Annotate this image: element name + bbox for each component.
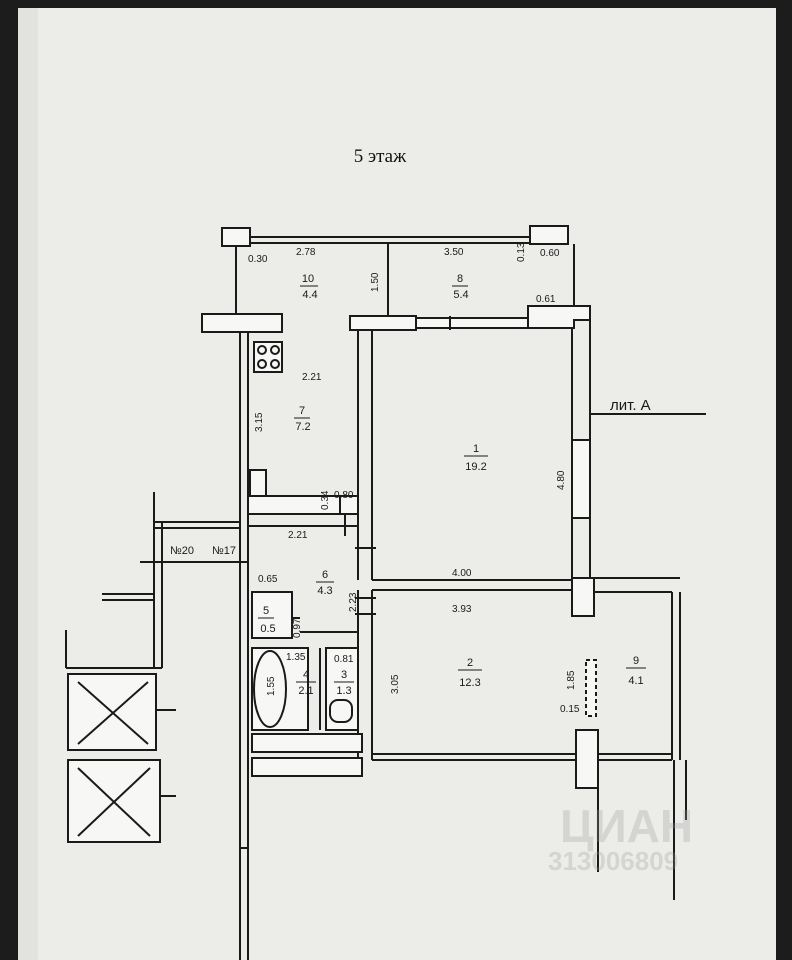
dim-label: 0.15	[560, 704, 580, 715]
dim-label: 2.21	[288, 530, 308, 541]
room-2-label: 2 12.3	[458, 657, 482, 689]
room-3-number: 3	[341, 669, 347, 681]
dim-label: 4.80	[556, 470, 567, 490]
room-labels: 10 4.4 8 5.4 7 7.2 1 19.2 6 4.3 5 0.5	[258, 273, 646, 697]
dim-label: 0.97	[292, 618, 303, 638]
dim-label: 1.55	[266, 676, 277, 696]
paper-shade	[18, 8, 38, 960]
dim-label: 0.60	[540, 248, 560, 259]
room-8-area: 5.4	[453, 289, 468, 301]
room-10-number: 10	[302, 273, 314, 285]
room-4-number: 4	[303, 669, 309, 681]
dim-label: 2.78	[296, 247, 316, 258]
room-6-label: 6 4.3	[316, 569, 334, 597]
room-1-area: 19.2	[465, 461, 486, 473]
watermark-brand: ЦИАН	[560, 800, 693, 852]
room-5-area: 0.5	[260, 623, 275, 635]
room-8-number: 8	[457, 273, 463, 285]
room-6-area: 4.3	[317, 585, 332, 597]
room-7-area: 7.2	[295, 421, 310, 433]
room-5-label: 5 0.5	[258, 605, 276, 635]
dim-label: 3.93	[452, 604, 472, 615]
dim-label: 2.21	[302, 372, 322, 383]
room-3-area: 1.3	[336, 685, 351, 697]
room-2-area: 12.3	[459, 677, 480, 689]
dim-label: 2.23	[348, 592, 359, 612]
room-9-area: 4.1	[628, 675, 643, 687]
walls	[65, 225, 706, 960]
dim-label: 0.61	[536, 294, 556, 305]
neighbor-20-label: №20	[170, 545, 194, 557]
dim-label: 0.30	[248, 254, 268, 265]
dim-label: 3.15	[254, 412, 265, 432]
liter-label: лит. А	[610, 397, 651, 414]
right-margin	[776, 0, 792, 960]
room-1-number: 1	[473, 443, 479, 455]
floor-title: 5 этаж	[354, 146, 407, 167]
dim-label: 4.00	[452, 568, 472, 579]
dim-label: 1.50	[370, 272, 381, 292]
room-6-number: 6	[322, 569, 328, 581]
neighbor-17-label: №17	[212, 545, 236, 557]
room-3-label: 3 1.3	[334, 669, 354, 697]
room-8-label: 8 5.4	[452, 273, 469, 301]
left-margin	[0, 0, 18, 960]
dim-label: 3.05	[390, 674, 401, 694]
dim-label: 0.65	[258, 574, 278, 585]
room-1-label: 1 19.2	[464, 443, 488, 473]
dim-label: 0.13	[516, 242, 527, 262]
room-2-number: 2	[467, 657, 473, 669]
watermark: ЦИАН 313006809	[548, 800, 693, 876]
room-7-label: 7 7.2	[294, 405, 311, 433]
room-10-area: 4.4	[302, 289, 317, 301]
dim-label: 1.85	[566, 670, 577, 690]
room-4-area: 2.1	[298, 685, 313, 697]
dim-label: 0.81	[334, 654, 354, 665]
dim-label: 0.80	[334, 490, 354, 501]
room-10-label: 10 4.4	[300, 273, 318, 301]
dim-label: 3.50	[444, 247, 464, 258]
watermark-id: 313006809	[548, 846, 678, 876]
room-9-label: 9 4.1	[626, 655, 646, 687]
room-7-number: 7	[299, 405, 305, 417]
dim-label: 0.34	[320, 490, 331, 510]
room-4-label: 4 2.1	[296, 669, 316, 697]
dim-label: 1.35	[286, 652, 306, 663]
room-5-number: 5	[263, 605, 269, 617]
dimension-labels: 2.78 3.50 0.30 0.13 0.60 1.50 0.61 2.21 …	[248, 242, 580, 715]
room-9-number: 9	[633, 655, 639, 667]
